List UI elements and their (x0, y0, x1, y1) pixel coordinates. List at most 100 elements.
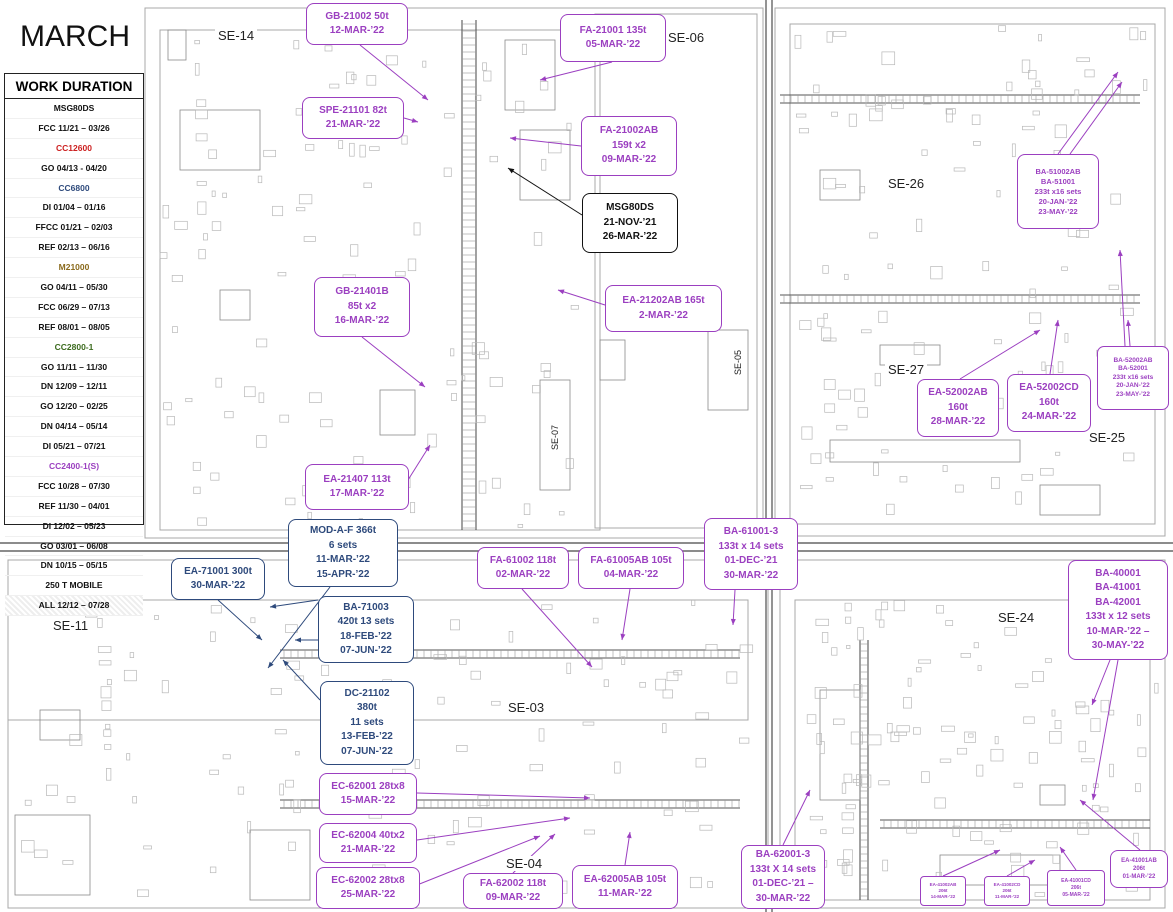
callout-line: 01-DEC-’21 (724, 555, 778, 566)
callout-line: BA-52001 (1118, 365, 1148, 373)
callout-line: BA-61001-3 (723, 526, 779, 537)
leader-line (539, 61, 613, 81)
legend-row: FCC 06/29 – 07/13 (5, 298, 143, 318)
north-west-block (144, 7, 764, 539)
callout-line: 160t (1038, 396, 1059, 408)
leader-arrowhead (626, 832, 632, 839)
callout-line: EA-52002AB (928, 387, 988, 399)
zone-se-06: SE-06 (665, 30, 708, 45)
callout-line: 05-MAR-’22 (1062, 891, 1090, 898)
callout-line: BA-42001 (1095, 596, 1141, 608)
callout-line: 133t X 14 sets (749, 863, 817, 875)
callout-line: 15-MAR-’22 (340, 795, 396, 806)
callout-line: 11-MAR-’22 (994, 894, 1020, 899)
leader-line (359, 44, 429, 101)
leader-line (1079, 799, 1141, 851)
callout-gb-21401b: GB-21401B 85t x2 16-MAR-’22 (314, 277, 410, 337)
leader-arrowhead (586, 660, 592, 667)
leader-arrowhead (548, 834, 555, 840)
leader-arrowhead (533, 835, 540, 841)
callout-line: GB-21401B (335, 286, 389, 298)
leader-line (217, 599, 263, 641)
leader-arrowhead (510, 136, 517, 142)
leader-arrowhead (1060, 847, 1066, 854)
legend-row: DN 04/14 – 05/14 (5, 417, 143, 438)
callout-line: 85t x2 (347, 300, 377, 312)
callout-line: 380t (356, 702, 377, 714)
callout-line: 16-MAR-’22 (334, 315, 390, 327)
callout-line: 420t 13 sets (337, 616, 395, 627)
callout-line: FA-21001 135t (579, 24, 647, 36)
callout-line: 159t x2 (612, 139, 646, 151)
leader-line (1069, 81, 1123, 155)
callout-line: 133t x 12 sets (1085, 611, 1151, 622)
leader-arrowhead (620, 633, 626, 640)
zone-se-07: SE-07 (547, 425, 563, 451)
leader-arrowhead (424, 445, 430, 452)
callout-line: FA-62002 118t (479, 877, 547, 889)
callout-line: 206t (938, 888, 948, 893)
callout-line: SPE-21101 82t (319, 104, 387, 116)
leader-arrowhead (583, 795, 590, 801)
callout-line: EA-41002CD (993, 882, 1021, 887)
leader-arrowhead (295, 637, 301, 643)
callout-line: GB-21002 50t (325, 10, 389, 22)
legend-row: M21000 (5, 258, 143, 279)
callout-line: 01-DEC-’21 – (752, 878, 814, 889)
zone-se-11: SE-11 (50, 618, 92, 633)
legend-row: GO 03/01 – 06/08 (5, 537, 143, 557)
callout-line: BA-51001 (1040, 176, 1076, 186)
callout-line: 11-MAR-’22 (316, 554, 370, 565)
leader-line (509, 137, 582, 147)
callout-line: 11-MAR-’22 (598, 888, 652, 899)
leader-arrowhead (805, 790, 810, 797)
leader-arrowhead (1091, 793, 1097, 800)
callout-line: 15-APR-’22 (316, 568, 370, 580)
callout-line: FA-21002AB (599, 125, 659, 137)
callout-line: EC-62002 28tx8 (331, 874, 405, 886)
callout-line: DC-21102 (344, 687, 390, 699)
leader-line (521, 588, 593, 668)
zone-se-24: SE-24 (995, 610, 1038, 625)
callout-line: 206t (1132, 866, 1145, 872)
leader-arrowhead (255, 634, 262, 640)
leader-line (416, 792, 591, 799)
legend-row: DN 10/15 – 05/15 (5, 556, 143, 577)
callout-fa-62002: FA-62002 118t 09-MAR-’22 (463, 873, 563, 909)
leader-arrowhead (421, 94, 428, 100)
leader-arrowhead (1125, 320, 1131, 327)
callout-line: 206t (1002, 888, 1012, 893)
legend-row: CC2400-1(S) (5, 457, 143, 477)
leader-arrowhead (540, 76, 547, 81)
callout-line: EA-41001CD (1061, 877, 1091, 884)
callout-line: 09-MAR-’22 (485, 892, 541, 903)
callout-line: 05-MAR-’22 (585, 39, 641, 50)
callout-line: 07-JUN-’22 (341, 745, 393, 757)
callout-line: 20-JAN-’22 (1116, 382, 1150, 390)
leader-arrowhead (1028, 860, 1035, 866)
legend-row: DI 12/02 – 05/23 (5, 517, 143, 537)
leader-line (1091, 659, 1111, 706)
callout-line: 01-MAR-’22 (1122, 874, 1156, 880)
callout-line: MOD-A-F 366t (309, 525, 377, 536)
leader-arrowhead (1091, 698, 1097, 705)
zone-se-04: SE-04 (503, 856, 546, 871)
leader-line (269, 599, 319, 608)
callout-line: 28-MAR-’22 (930, 416, 986, 428)
leader-arrowhead (418, 381, 425, 387)
se26-area (789, 23, 1156, 525)
callout-line: BA-71003 (343, 601, 389, 613)
